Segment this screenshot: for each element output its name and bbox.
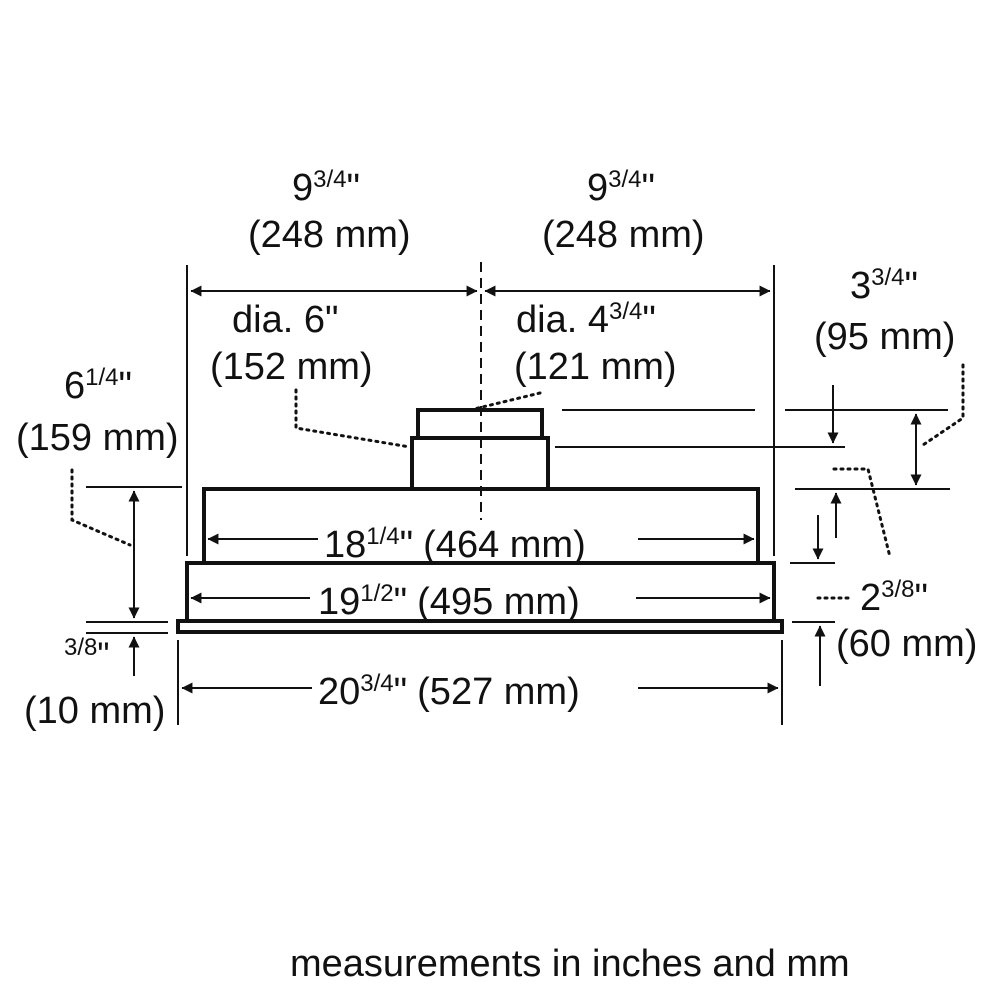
measurement-note: measurements in inches and mm (290, 943, 850, 985)
label-total-height-mm: (159 mm) (16, 417, 179, 459)
label-duct-large-mm: (152 mm) (210, 346, 373, 388)
label-body-height-mm: (60 mm) (836, 623, 977, 665)
label-total-height: 61/4" (64, 364, 132, 407)
dimension-arrows (128, 285, 922, 694)
leader-body-height (832, 467, 892, 559)
leader-lines (70, 363, 965, 600)
label-upper-width: 181/4"(464 mm) (324, 523, 586, 566)
label-duct-small: dia. 43/4" (516, 298, 656, 341)
label-collar-height: 33/4" (850, 264, 918, 307)
leader-duct-small (468, 391, 542, 412)
label-flange-thickness-mm: (10 mm) (24, 690, 165, 732)
label-left-half-mm: (248 mm) (248, 214, 411, 256)
label-lower-width: 191/2"(495 mm) (318, 580, 580, 623)
label-right-half-mm: (248 mm) (542, 214, 705, 256)
label-duct-small-mm: (121 mm) (514, 346, 677, 388)
label-collar-height-mm: (95 mm) (814, 316, 955, 358)
hood-flange (176, 619, 784, 634)
label-left-half: 93/4" (292, 166, 360, 209)
leader-collar-height (918, 363, 965, 449)
label-flange-thickness: 3/8" (64, 634, 109, 674)
label-duct-large: dia. 6" (232, 299, 338, 341)
leader-total-height (70, 468, 132, 547)
hood-lower-body (185, 561, 776, 623)
extension-lines (86, 265, 950, 725)
label-overall-width: 203/4"(527 mm) (318, 670, 580, 713)
label-body-height: 23/8" (860, 576, 928, 619)
leader-duct-large (294, 388, 412, 449)
label-right-half: 93/4" (587, 166, 655, 209)
labels: 93/4" (248 mm) 93/4" (248 mm) dia. 6" (1… (16, 166, 977, 985)
